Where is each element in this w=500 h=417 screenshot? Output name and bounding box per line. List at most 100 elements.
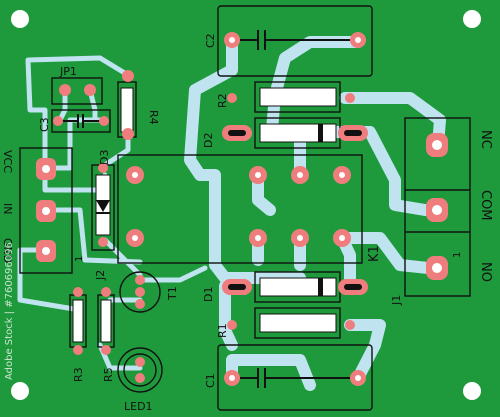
t1-pad-2 xyxy=(135,287,145,297)
drill-k1-8 xyxy=(339,235,345,241)
silkscreen-labels: C2 R2 D2 JP1 R4 C3 VCC IN GND D3 J2 1 T1… xyxy=(1,33,493,413)
d3-band xyxy=(96,212,110,214)
drill-j1-1 xyxy=(432,140,442,150)
jp1-outline xyxy=(51,77,103,105)
c3-outline xyxy=(51,109,111,133)
mounting-hole-top-left xyxy=(11,10,29,28)
drill-k1-2 xyxy=(132,235,138,241)
led1-inner xyxy=(123,353,157,387)
trace-r2-nc xyxy=(339,92,446,151)
trace-r1-c1 xyxy=(344,319,386,384)
label-j1-pin1: 1 xyxy=(452,252,463,258)
j2-outline xyxy=(19,147,73,274)
label-t1: T1 xyxy=(166,286,179,301)
r3-body xyxy=(72,299,84,343)
r1-pad-1 xyxy=(227,320,237,330)
drill-d1-1 xyxy=(228,284,246,290)
d1-band xyxy=(318,278,323,296)
diode-drill-holes xyxy=(228,130,362,290)
c3-pad-1 xyxy=(53,116,63,126)
label-led1: LED1 xyxy=(124,400,153,413)
r1-body xyxy=(259,313,337,333)
t1-pad-3 xyxy=(135,299,145,309)
drill-c2-1 xyxy=(229,37,235,43)
r2-pad-2 xyxy=(345,93,355,103)
label-c2: C2 xyxy=(204,33,217,48)
label-in: IN xyxy=(1,203,14,214)
drill-c1-1 xyxy=(229,375,235,381)
drill-k1-1 xyxy=(132,172,138,178)
drill-j2-1 xyxy=(42,165,50,173)
drill-c1-2 xyxy=(355,375,361,381)
trace-in-j2 xyxy=(42,207,143,265)
r2-outline xyxy=(254,81,341,113)
t1-pad-1 xyxy=(135,275,145,285)
label-r2: R2 xyxy=(216,93,229,108)
r4-pad-2 xyxy=(122,128,134,140)
trace-c2-top xyxy=(266,36,364,136)
r1-outline xyxy=(254,307,341,339)
drill-j2-2 xyxy=(42,207,50,215)
r2-pad-1 xyxy=(227,93,237,103)
label-gnd: GND xyxy=(1,238,14,263)
mounting-hole-bottom-right xyxy=(463,382,481,400)
mounting-hole-top-right xyxy=(463,10,481,28)
led1-pad-2 xyxy=(135,373,145,383)
label-d3: D3 xyxy=(98,150,111,165)
label-nc: NC xyxy=(478,130,493,149)
trace-c2-left xyxy=(184,36,306,284)
r3-pad-2 xyxy=(73,345,83,355)
trace-vcc-r4 xyxy=(25,55,131,171)
t1-outline xyxy=(119,271,161,313)
capacitor-symbols xyxy=(62,30,350,388)
label-c3: C3 xyxy=(38,117,51,132)
k1-outline xyxy=(117,154,363,264)
component-outlines xyxy=(19,5,471,411)
drill-k1-4 xyxy=(297,172,303,178)
d3-symbol xyxy=(96,200,110,212)
label-no: NO xyxy=(478,262,493,282)
led1-outline xyxy=(117,347,163,393)
drill-holes xyxy=(42,37,442,381)
label-k1: K1 xyxy=(367,245,382,262)
j1-outline xyxy=(404,117,471,297)
jp1-pad-1 xyxy=(59,84,71,96)
jp1-pad-2 xyxy=(84,84,96,96)
drill-d2-2 xyxy=(344,130,362,136)
watermark-side-text: Adobe Stock | #760696096 xyxy=(4,242,15,380)
r5-pad-2 xyxy=(101,345,111,355)
r1-pad-2 xyxy=(345,320,355,330)
label-d2: D2 xyxy=(202,133,215,148)
label-j2-pin1: 1 xyxy=(74,256,85,262)
label-r3: R3 xyxy=(72,367,85,382)
diode-bands xyxy=(96,124,323,296)
c3-pad-2 xyxy=(99,116,109,126)
label-com: COM xyxy=(478,190,493,221)
label-r1: R1 xyxy=(216,323,229,338)
c1-outline xyxy=(217,344,373,411)
drill-j1-2 xyxy=(432,205,442,215)
r5-pad-1 xyxy=(101,287,111,297)
drill-k1-5 xyxy=(339,172,345,178)
label-d1: D1 xyxy=(202,287,215,302)
d3-pad-1 xyxy=(98,163,108,173)
r2-body xyxy=(259,87,337,107)
drill-j1-3 xyxy=(432,263,442,273)
r4-body xyxy=(120,87,134,133)
d1-body xyxy=(259,277,337,297)
drill-k1-3 xyxy=(255,172,261,178)
trace-relay-no xyxy=(336,232,434,274)
d3-pad-2 xyxy=(98,237,108,247)
drill-k1-6 xyxy=(255,235,261,241)
mounting-holes xyxy=(11,10,481,400)
label-r4: R4 xyxy=(147,110,160,125)
r3-pad-1 xyxy=(73,287,83,297)
r4-pad-1 xyxy=(122,70,134,82)
drill-d1-2 xyxy=(344,284,362,290)
label-jp1: JP1 xyxy=(59,65,77,78)
label-j1: J1 xyxy=(390,295,403,306)
mounting-hole-bottom-left xyxy=(11,382,29,400)
drill-c2-2 xyxy=(355,37,361,43)
d2-band xyxy=(318,124,323,142)
